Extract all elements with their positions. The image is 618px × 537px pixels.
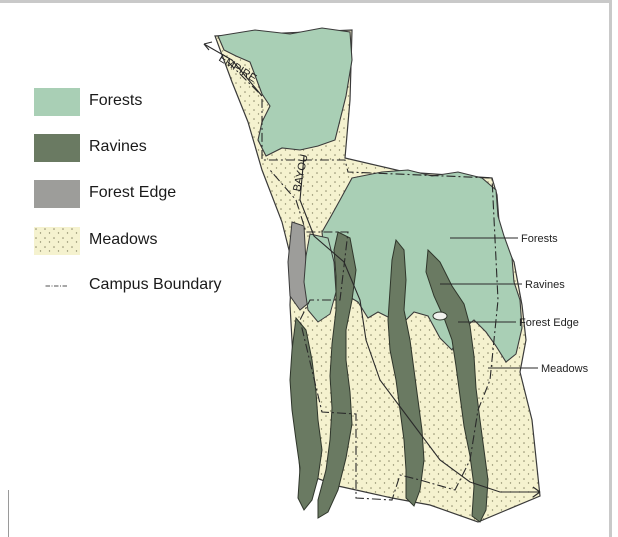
legend-item-ravines: Ravines: [34, 134, 254, 164]
dash-dot-line-icon: [45, 285, 69, 287]
road-empire: [203, 43, 263, 97]
callout-ravines: Ravines: [525, 279, 565, 291]
ravine-west-outer: [289, 316, 323, 511]
road-empire-arrow: [203, 41, 213, 51]
forest-edge-swatch-icon: [34, 180, 80, 208]
legend-label-boundary: Campus Boundary: [89, 276, 222, 293]
legend-item-forest-edge: Forest Edge: [34, 180, 254, 210]
legend-item-forests: Forests: [34, 88, 254, 118]
road-bayou-arrow: [532, 486, 541, 498]
ravine-east: [425, 248, 489, 523]
callout-forests: Forests: [521, 233, 558, 245]
campus-boundary: [227, 61, 499, 501]
callout-meadows: Meadows: [541, 363, 589, 375]
callout-forest-edge: Forest Edge: [519, 317, 579, 329]
frame-left-rule: [8, 490, 9, 537]
legend-label-forest-edge: Forest Edge: [89, 184, 177, 201]
forest-swatch-icon: [34, 88, 80, 116]
ravine-west-inner: [317, 231, 357, 519]
legend-item-boundary: Campus Boundary: [34, 272, 254, 302]
legend-label-forests: Forests: [89, 92, 143, 109]
forest-area-north: [217, 27, 353, 157]
meadow-swatch-icon: [34, 227, 80, 255]
legend-item-meadows: Meadows: [34, 227, 254, 257]
pond: [432, 311, 448, 321]
legend-label-ravines: Ravines: [89, 138, 147, 155]
ravine-swatch-icon: [34, 134, 80, 162]
legend-label-meadows: Meadows: [89, 231, 158, 248]
road-bayou: [299, 155, 540, 493]
ravine-central: [387, 238, 425, 507]
